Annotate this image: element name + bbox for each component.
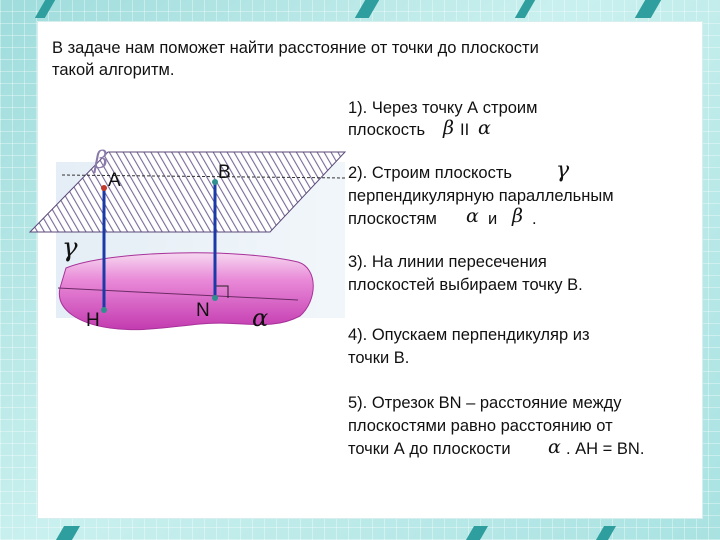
- step5-line-3-end: . АН = BN.: [566, 440, 645, 458]
- step5-line-1: 5). Отрезок BN – расстояние между: [348, 394, 622, 412]
- step2-gamma-symbol: γ: [556, 158, 570, 183]
- intro-line-1: В задаче нам поможет найти расстояние от…: [52, 39, 539, 57]
- step2-line-1: 2). Строим плоскость: [348, 164, 512, 182]
- step5-alpha-symbol: α: [548, 436, 561, 458]
- step1-beta-symbol: β: [443, 117, 454, 139]
- step1-line-1: 1). Через точку А строим: [348, 99, 538, 117]
- point-h: [101, 307, 107, 313]
- label-beta-plane: β: [94, 146, 108, 174]
- label-h: H: [86, 310, 100, 331]
- step5-line-2: плоскостями равно расстоянию от: [348, 417, 613, 435]
- label-gamma-plane: γ: [62, 233, 78, 263]
- step4-line-1: 4). Опускаем перпендикуляр из: [348, 326, 590, 344]
- step3-line-2: плоскостей выбираем точку В.: [348, 276, 583, 294]
- step5-line-3: точки А до плоскости: [348, 440, 511, 458]
- step2-end: .: [532, 210, 537, 228]
- label-b: B: [218, 162, 231, 183]
- step4-line-2: точки В.: [348, 349, 410, 367]
- step1-alpha-symbol: α: [478, 117, 491, 139]
- point-b: [212, 179, 218, 185]
- step2-line-2: перпендикулярную параллельным: [348, 187, 614, 205]
- step3-line-1: 3). На линии пересечения: [348, 253, 547, 271]
- label-alpha-plane: α: [252, 304, 269, 332]
- right-angle-mark: [216, 285, 229, 298]
- line-ab: [61, 174, 346, 179]
- step2-beta-symbol: β: [512, 205, 523, 227]
- intro-line-2: такой алгоритм.: [52, 61, 175, 79]
- label-n: N: [196, 300, 210, 321]
- step2-alpha-symbol: α: [466, 205, 479, 227]
- step2-line-3: плоскостям: [348, 210, 437, 228]
- step1-parallel-sign: II: [460, 121, 470, 139]
- plane-alpha: [58, 252, 314, 331]
- step1-line-2: плоскость: [348, 121, 426, 139]
- label-a: A: [108, 170, 121, 191]
- point-n: [212, 295, 218, 301]
- step2-and: и: [488, 210, 498, 228]
- point-a: [101, 185, 107, 191]
- plane-beta: [28, 151, 347, 233]
- line-hn: [57, 287, 299, 301]
